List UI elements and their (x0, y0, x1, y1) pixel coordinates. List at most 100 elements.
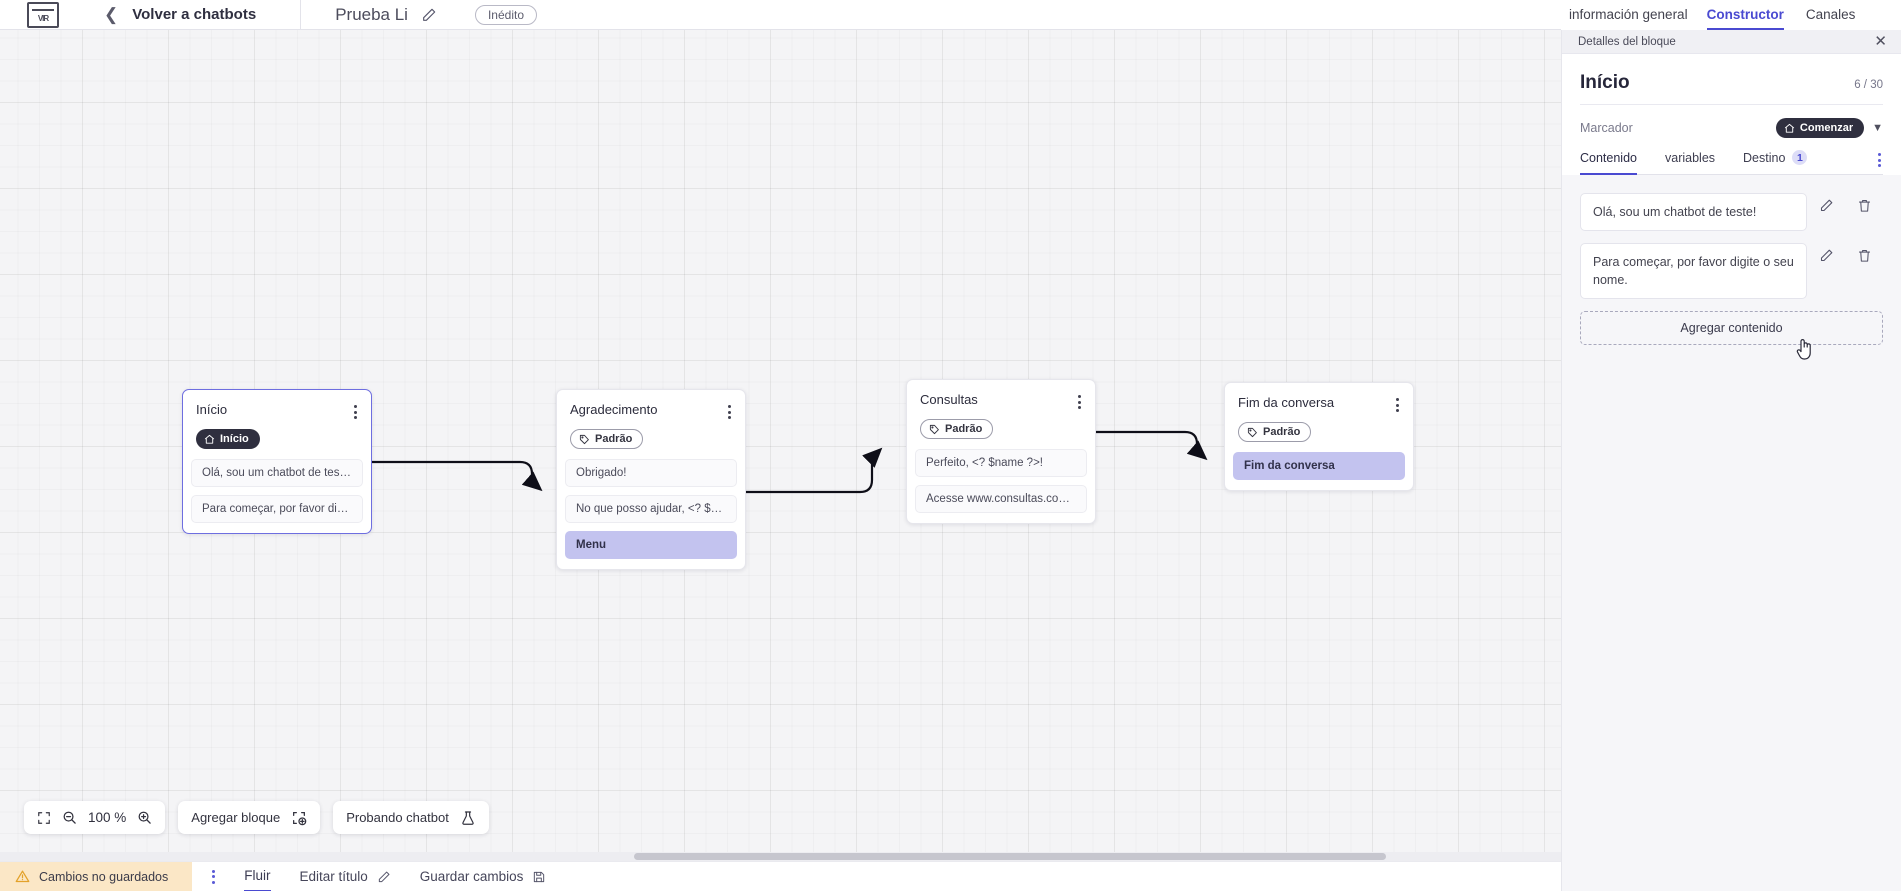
block-details-panel: Detalles del bloque ✕ Início 6 / 30 Marc… (1561, 30, 1901, 891)
add-content-button[interactable]: Agregar contenido (1580, 311, 1883, 346)
node-messages: Fim da conversa (1225, 451, 1413, 490)
panel-tab-label: Contenido (1580, 151, 1637, 165)
node-tag-default: Padrão (920, 419, 994, 439)
content-item: Olá, sou um chatbot de teste! (1580, 193, 1883, 232)
delete-content-icon[interactable] (1845, 193, 1883, 213)
content-text[interactable]: Olá, sou um chatbot de teste! (1580, 193, 1807, 232)
edit-title-label: Editar título (299, 869, 368, 884)
chevron-down-icon[interactable]: ▼ (1872, 122, 1883, 134)
tab-constructor[interactable]: Constructor (1706, 7, 1784, 30)
scrollbar-thumb[interactable] (634, 853, 1386, 860)
edit-content-icon[interactable] (1807, 193, 1845, 213)
node-tag-row: Padrão (907, 412, 1095, 449)
node-tag-start: Início (196, 429, 260, 449)
flow-node-agradecimento[interactable]: Agradecimento Padrão Obrigado! No que po… (556, 389, 746, 570)
statusbar-save-button[interactable]: Guardar cambios (420, 862, 547, 891)
flow-node-inicio[interactable]: Início Início Olá, sou um chatbot de tes… (182, 389, 372, 534)
fit-screen-icon[interactable] (37, 811, 51, 825)
panel-content-list: Olá, sou um chatbot de teste! Para começ… (1562, 175, 1901, 891)
panel-marker-row: Marcador Comenzar ▼ (1580, 105, 1883, 150)
topbar-divider (300, 0, 302, 30)
content-text[interactable]: Para começar, por favor digite o seu nom… (1580, 243, 1807, 300)
node-menu-icon[interactable] (726, 402, 733, 422)
chatbot-name: Prueba Li (335, 4, 408, 24)
panel-tabs: Contenido variables Destino 1 (1580, 150, 1883, 175)
main-tabs: información general Constructor Canales (1561, 0, 1901, 30)
edit-content-icon[interactable] (1807, 243, 1845, 263)
marker-value-label: Comenzar (1799, 122, 1854, 134)
status-bar: Cambios no guardados Fluir Editar título… (0, 861, 1561, 891)
node-message[interactable]: Olá, sou um chatbot de teste! (191, 458, 363, 487)
content-item: Para começar, por favor digite o seu nom… (1580, 243, 1883, 300)
delete-content-icon[interactable] (1845, 243, 1883, 263)
vir-logo-icon[interactable] (27, 1, 59, 28)
node-messages: Olá, sou um chatbot de teste! Para começ… (183, 458, 371, 533)
marker-control[interactable]: Comenzar ▼ (1775, 118, 1883, 138)
panel-header: Detalles del bloque ✕ (1562, 30, 1901, 54)
panel-tab-label: Destino (1743, 150, 1786, 165)
statusbar-edit-title-button[interactable]: Editar título (300, 862, 391, 891)
zoom-in-icon[interactable] (137, 810, 152, 825)
flow-node-fim-da-conversa[interactable]: Fim da conversa Padrão Fim da conversa (1224, 382, 1414, 491)
node-tag-label: Padrão (595, 433, 633, 445)
add-block-icon (291, 810, 307, 826)
flow-node-consultas[interactable]: Consultas Padrão Perfeito, <? $name ?>! … (906, 379, 1096, 524)
node-tag-label: Início (220, 433, 249, 445)
zoom-out-icon[interactable] (62, 810, 77, 825)
tag-icon (579, 434, 589, 444)
node-message-end[interactable]: Fim da conversa (1233, 451, 1405, 480)
save-changes-label: Guardar cambios (419, 869, 524, 884)
node-message[interactable]: Acesse www.consultas.com par... (915, 484, 1087, 513)
panel-tab-destino[interactable]: Destino 1 (1743, 150, 1808, 175)
node-message[interactable]: Perfeito, <? $name ?>! (915, 448, 1087, 477)
marker-label: Marcador (1580, 121, 1633, 135)
destino-count-badge: 1 (1792, 150, 1808, 165)
tab-canales[interactable]: Canales (1805, 7, 1856, 22)
node-message[interactable]: Para começar, por favor digite o ... (191, 494, 363, 523)
panel-header-title: Detalles del bloque (1578, 35, 1676, 48)
node-tag-default: Padrão (1238, 422, 1312, 442)
canvas-horizontal-scrollbar[interactable] (0, 852, 1561, 861)
node-message[interactable]: Obrigado! (565, 458, 737, 487)
panel-tab-contenido[interactable]: Contenido (1580, 151, 1637, 175)
back-chevron-icon[interactable]: ❮ (104, 5, 119, 24)
node-menu-icon[interactable] (352, 402, 359, 422)
node-tag-default: Padrão (570, 429, 644, 449)
node-menu-icon[interactable] (1076, 392, 1083, 412)
save-icon (534, 871, 545, 882)
node-header: Agradecimento (557, 390, 745, 422)
node-title: Início (196, 402, 228, 417)
status-badge: Inédito (474, 4, 537, 25)
edit-name-pencil-icon[interactable] (421, 7, 437, 23)
node-header: Fim da conversa (1225, 383, 1413, 415)
statusbar-flow-label: Fluir (244, 868, 271, 883)
back-to-chatbots-link[interactable]: Volver a chatbots (132, 6, 257, 23)
node-message-menu[interactable]: Menu (565, 530, 737, 559)
add-block-label: Agregar bloque (191, 810, 281, 825)
panel-tabs-menu-icon[interactable] (1878, 153, 1881, 167)
node-tag-row: Padrão (1225, 415, 1413, 452)
flow-canvas[interactable]: Início Início Olá, sou um chatbot de tes… (0, 30, 1561, 861)
panel-body: Início 6 / 30 Marcador Comenzar ▼ Conten… (1562, 54, 1901, 175)
statusbar-flow-tab[interactable]: Fluir (244, 862, 271, 891)
statusbar-menu-icon[interactable] (212, 869, 216, 884)
pencil-icon (378, 871, 390, 882)
canvas-toolbar: 100 % Agregar bloque Probando chatbot (24, 801, 489, 834)
tag-icon (1247, 427, 1257, 437)
node-title: Fim da conversa (1238, 395, 1335, 410)
add-block-button[interactable]: Agregar bloque (178, 801, 321, 834)
home-icon (204, 434, 215, 444)
tag-icon (929, 424, 939, 434)
close-icon[interactable]: ✕ (1874, 33, 1887, 50)
panel-block-title: Início (1580, 72, 1630, 93)
node-menu-icon[interactable] (1394, 395, 1401, 415)
marker-value-chip[interactable]: Comenzar (1775, 118, 1865, 138)
panel-tab-variables[interactable]: variables (1665, 151, 1715, 175)
node-header: Início (183, 390, 371, 422)
node-messages: Obrigado! No que posso ajudar, <? $name … (557, 458, 745, 569)
node-message[interactable]: No que posso ajudar, <? $name ... (565, 494, 737, 523)
unsaved-changes-label: Cambios no guardados (39, 869, 169, 884)
tab-informacion-general[interactable]: información general (1569, 7, 1688, 22)
home-icon (1784, 123, 1795, 133)
test-chatbot-button[interactable]: Probando chatbot (333, 801, 489, 834)
